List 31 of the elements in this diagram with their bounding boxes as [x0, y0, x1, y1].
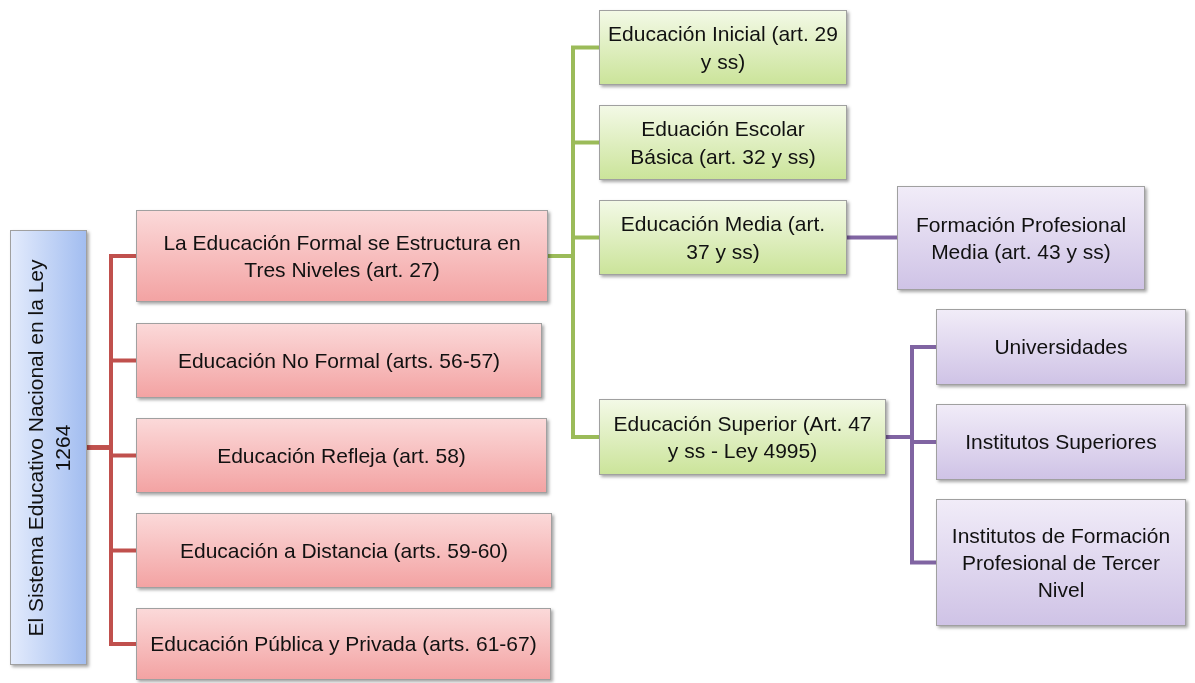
- box-text: Educación Refleja (art. 58): [217, 442, 466, 469]
- process-box: [936, 499, 1186, 626]
- process-box: [599, 200, 847, 275]
- box-text: Universidades: [994, 334, 1128, 361]
- connector-line: [548, 254, 599, 439]
- process-box: [136, 210, 548, 302]
- box-text: El Sistema Educativo Nacional en la Ley 1264: [22, 258, 75, 639]
- process-box: [599, 399, 886, 475]
- process-box: [136, 418, 547, 493]
- box-text: Institutos de Formación Profesional de Tercer Nivel: [950, 522, 1172, 604]
- box-text: Formación Profesional Media (art. 43 y ss): [914, 211, 1128, 265]
- process-box: [136, 608, 551, 680]
- box-text: Eduación Escolar Básica (art. 32 y ss): [629, 116, 817, 170]
- box-text: Educación a Distancia (arts. 59-60): [180, 537, 508, 564]
- box-text: Educación Pública y Privada (arts. 61-67): [150, 631, 537, 658]
- box-text: Educación Media (art. 37 y ss): [619, 211, 827, 265]
- process-box: [936, 309, 1186, 385]
- process-box: [136, 323, 542, 398]
- connector-line: [87, 445, 136, 646]
- box-text: Educación No Formal (arts. 56-57): [177, 347, 501, 374]
- process-box: [136, 513, 552, 588]
- box-text: Educación Inicial (art. 29 y ss): [608, 21, 838, 75]
- process-box: [10, 230, 87, 665]
- process-box: [599, 10, 847, 85]
- connector-line: [847, 235, 897, 240]
- process-box: [599, 105, 847, 180]
- box-text: La Educación Formal se Estructura en Tres Niveles (art. 27): [162, 229, 522, 283]
- box-text: Educación Superior (Art. 47 y ss - Ley 4995): [612, 410, 873, 464]
- process-box: [936, 404, 1186, 480]
- process-box: [897, 186, 1145, 290]
- box-text: Institutos Superiores: [965, 429, 1157, 456]
